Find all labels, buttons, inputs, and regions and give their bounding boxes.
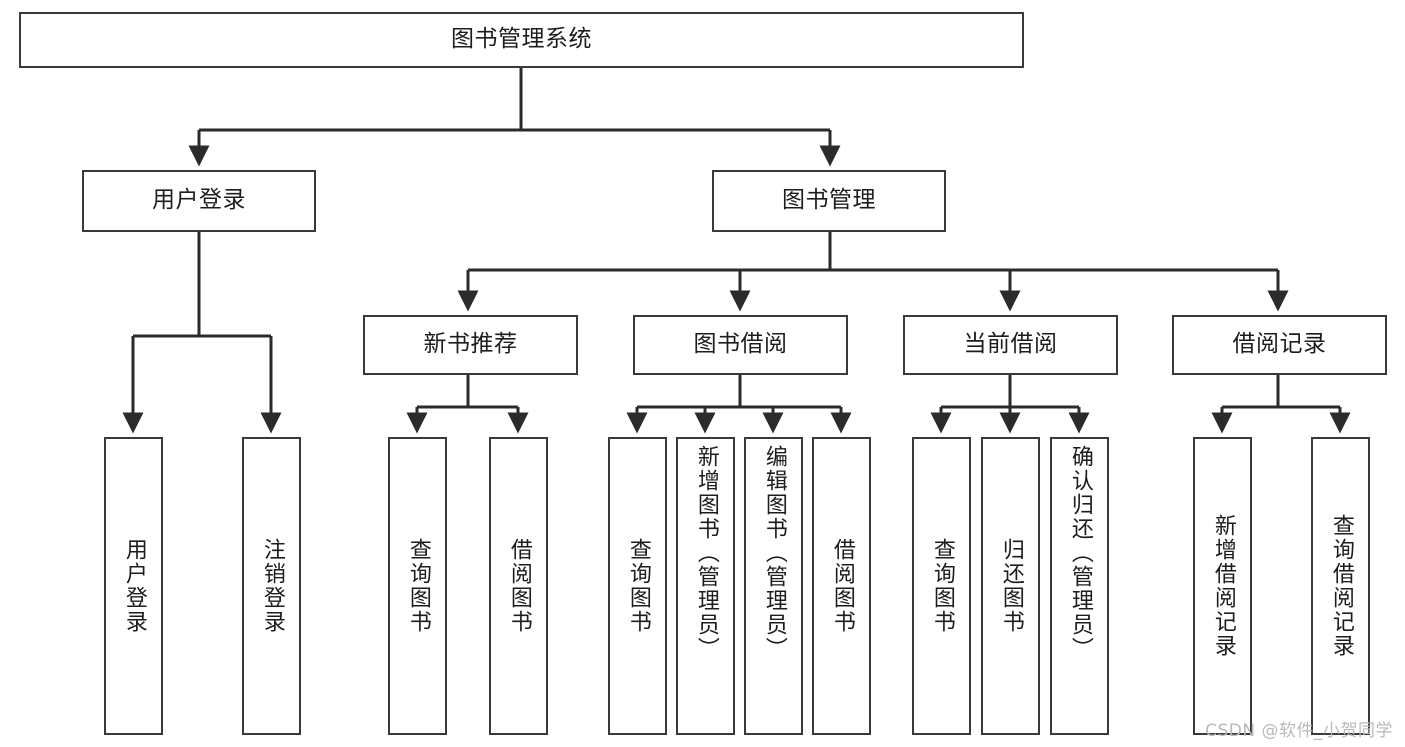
leaf-record-add[interactable]: 新增借阅记录 — [1193, 437, 1252, 735]
node-borrow-record[interactable]: 借阅记录 — [1172, 315, 1387, 375]
node-user-login-label: 用户登录 — [152, 187, 246, 214]
node-user-login[interactable]: 用户登录 — [82, 170, 316, 232]
node-book-borrow[interactable]: 图书借阅 — [633, 315, 848, 375]
leaf-label: 借阅图书 — [829, 538, 855, 634]
node-current-borrow-label: 当前借阅 — [963, 331, 1058, 358]
node-book-borrow-label: 图书借阅 — [693, 331, 788, 358]
leaf-borrow-add-book[interactable]: 新增图书（管理员） — [676, 437, 735, 735]
leaf-current-query-book[interactable]: 查询图书 — [912, 437, 971, 735]
node-new-book-recommend[interactable]: 新书推荐 — [363, 315, 578, 375]
leaf-label: 新增借阅记录 — [1210, 514, 1236, 658]
node-borrow-record-label: 借阅记录 — [1232, 331, 1327, 358]
leaf-label: 注销登录 — [259, 538, 285, 634]
leaf-new-book-borrow[interactable]: 借阅图书 — [489, 437, 548, 735]
leaf-label: 用户登录 — [121, 538, 147, 634]
node-root[interactable]: 图书管理系统 — [19, 12, 1024, 68]
leaf-label: 查询借阅记录 — [1328, 514, 1354, 658]
node-book-management-label: 图书管理 — [782, 187, 876, 214]
leaf-label: 借阅图书 — [506, 538, 532, 634]
node-book-management[interactable]: 图书管理 — [712, 170, 946, 232]
leaf-new-book-query[interactable]: 查询图书 — [388, 437, 447, 735]
leaf-user-login-login[interactable]: 用户登录 — [104, 437, 163, 735]
leaf-label: 确认归还（管理员） — [1067, 445, 1093, 661]
leaf-label: 查询图书 — [405, 538, 431, 634]
leaf-current-confirm-return[interactable]: 确认归还（管理员） — [1050, 437, 1109, 735]
node-current-borrow[interactable]: 当前借阅 — [903, 315, 1118, 375]
node-new-book-recommend-label: 新书推荐 — [423, 331, 518, 358]
watermark: CSDN @软件_小贺同学 — [1205, 721, 1393, 741]
leaf-borrow-borrow-book[interactable]: 借阅图书 — [812, 437, 871, 735]
leaf-label: 新增图书（管理员） — [693, 445, 719, 661]
leaf-borrow-edit-book[interactable]: 编辑图书（管理员） — [744, 437, 803, 735]
leaf-record-query[interactable]: 查询借阅记录 — [1311, 437, 1370, 735]
leaf-label: 查询图书 — [625, 538, 651, 634]
leaf-label: 查询图书 — [929, 538, 955, 634]
leaf-user-login-logout[interactable]: 注销登录 — [242, 437, 301, 735]
leaf-label: 编辑图书（管理员） — [761, 445, 787, 661]
leaf-label: 归还图书 — [998, 538, 1024, 634]
node-root-label: 图书管理系统 — [451, 26, 592, 53]
leaf-current-return-book[interactable]: 归还图书 — [981, 437, 1040, 735]
leaf-borrow-query-book[interactable]: 查询图书 — [608, 437, 667, 735]
